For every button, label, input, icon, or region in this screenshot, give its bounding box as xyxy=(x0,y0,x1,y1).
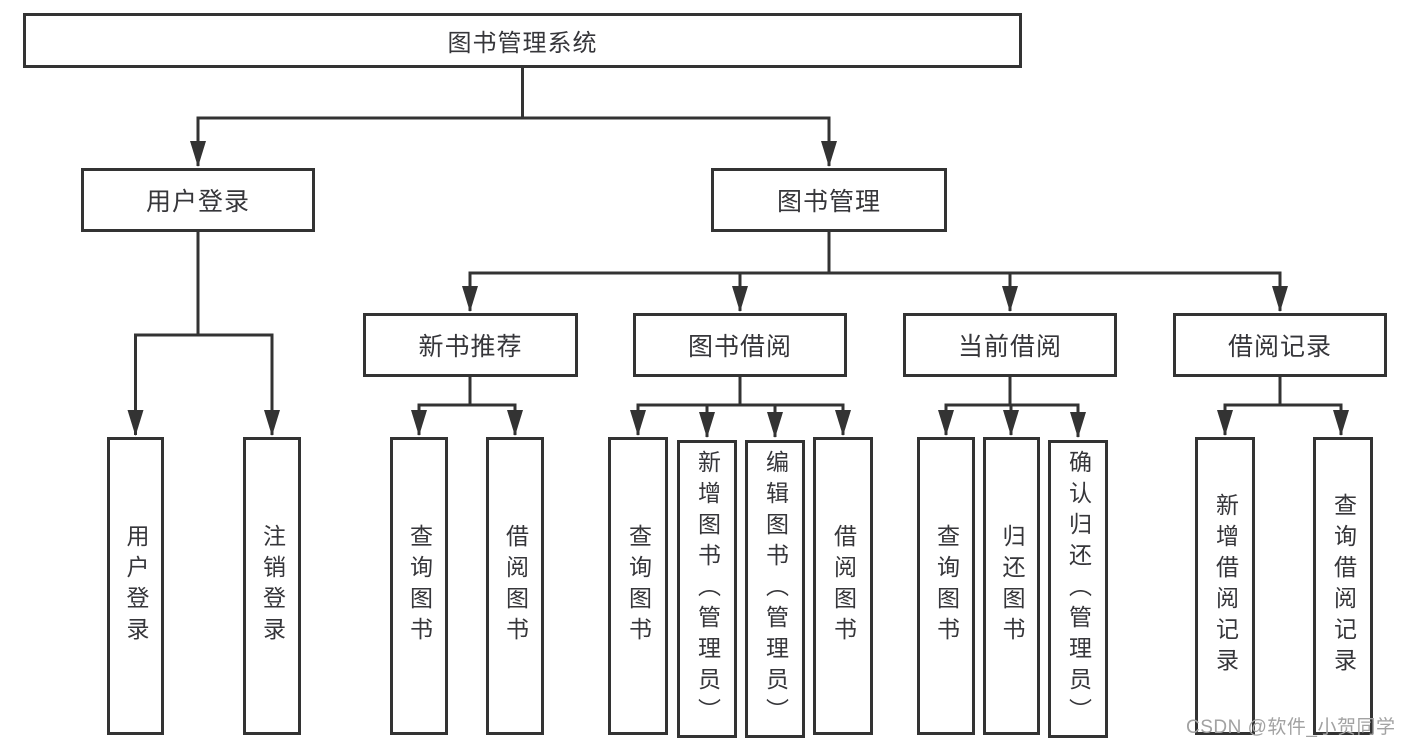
node-book-borrow-label: 图书借阅 xyxy=(687,333,792,361)
leaf-confirm-return-admin: 确认归还（管理员） xyxy=(1048,440,1108,738)
leaf-borrow-query-books: 查询图书 xyxy=(608,437,668,735)
leaf-edit-book-admin-label: 编辑图书（管理员） xyxy=(762,449,789,729)
node-book-borrow: 图书借阅 xyxy=(633,313,847,377)
node-current-borrow: 当前借阅 xyxy=(903,313,1117,377)
leaf-newbook-borrow-books: 借阅图书 xyxy=(486,437,544,735)
node-current-borrow-label: 当前借阅 xyxy=(957,333,1062,361)
leaf-add-borrow-record-label: 新增借阅记录 xyxy=(1212,493,1239,679)
leaf-return-books: 归还图书 xyxy=(983,437,1040,735)
leaf-edit-book-admin: 编辑图书（管理员） xyxy=(745,440,805,738)
leaf-return-books-label: 归还图书 xyxy=(999,524,1025,648)
leaf-borrow-books-label: 借阅图书 xyxy=(830,524,857,648)
node-borrow-records: 借阅记录 xyxy=(1173,313,1387,377)
node-new-book-recommend-label: 新书推荐 xyxy=(418,333,523,361)
leaf-add-book-admin-label: 新增图书（管理员） xyxy=(694,449,721,729)
node-new-book-recommend: 新书推荐 xyxy=(363,313,578,377)
leaf-borrow-books: 借阅图书 xyxy=(813,437,873,735)
node-user-login-label: 用户登录 xyxy=(145,188,250,216)
leaf-current-query-books-label: 查询图书 xyxy=(933,524,960,648)
node-root-label: 图书管理系统 xyxy=(447,30,598,57)
leaf-newbook-query-books: 查询图书 xyxy=(390,437,448,735)
leaf-confirm-return-admin-label: 确认归还（管理员） xyxy=(1065,449,1092,729)
leaf-newbook-query-books-label: 查询图书 xyxy=(406,524,433,648)
leaf-borrow-query-books-label: 查询图书 xyxy=(625,524,652,648)
csdn-watermark: CSDN @软件_小贺同学 xyxy=(1186,717,1396,738)
leaf-add-borrow-record: 新增借阅记录 xyxy=(1195,437,1255,735)
leaf-add-book-admin: 新增图书（管理员） xyxy=(677,440,737,738)
leaf-current-query-books: 查询图书 xyxy=(917,437,975,735)
leaf-query-borrow-record-label: 查询借阅记录 xyxy=(1330,493,1357,679)
leaf-user-login-label: 用户登录 xyxy=(123,524,149,648)
leaf-query-borrow-record: 查询借阅记录 xyxy=(1313,437,1373,735)
node-borrow-records-label: 借阅记录 xyxy=(1227,333,1332,361)
leaf-user-login: 用户登录 xyxy=(107,437,164,735)
leaf-logout-label: 注销登录 xyxy=(259,524,286,648)
leaf-newbook-borrow-books-label: 借阅图书 xyxy=(502,524,529,648)
node-root-library-system: 图书管理系统 xyxy=(23,13,1022,68)
node-book-management: 图书管理 xyxy=(711,168,947,232)
leaf-logout: 注销登录 xyxy=(243,437,301,735)
node-book-management-label: 图书管理 xyxy=(776,188,881,216)
node-user-login: 用户登录 xyxy=(81,168,315,232)
